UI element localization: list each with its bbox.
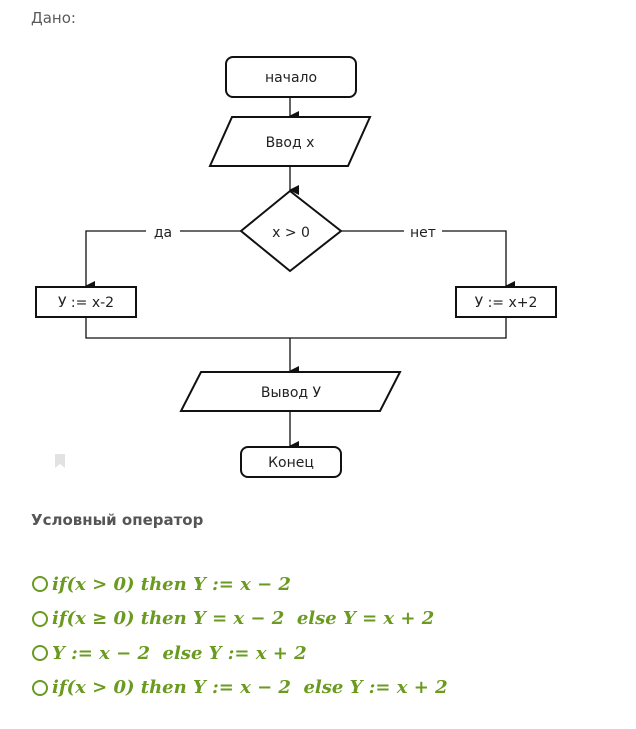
- end-label: Конец: [268, 455, 314, 471]
- no-action-node: У := x+2: [455, 286, 557, 318]
- bookmark-icon[interactable]: [54, 453, 66, 468]
- no-branch-line: [341, 230, 515, 291]
- flowchart: начало Ввод x x > 0 да нет У := x-2 У :=…: [35, 56, 557, 478]
- input-label: Ввод x: [266, 135, 315, 151]
- yes-action-node: У := x-2: [35, 286, 137, 318]
- merge-line: [85, 317, 507, 339]
- answer-option-text: if(x > 0) then Y := x − 2 else Y := x + …: [52, 677, 448, 699]
- answer-option[interactable]: if(x > 0) then Y := x − 2: [32, 567, 448, 602]
- answer-option[interactable]: Y := x − 2 else Y := x + 2: [32, 636, 448, 671]
- end-node: Конец: [240, 446, 342, 478]
- answer-option[interactable]: if(x > 0) then Y := x − 2 else Y := x + …: [32, 671, 448, 706]
- answer-options: if(x > 0) then Y := x − 2 if(x ≥ 0) then…: [32, 567, 448, 705]
- input-node: Ввод x: [208, 116, 372, 167]
- radio-unchecked-icon[interactable]: [32, 576, 48, 593]
- answer-option[interactable]: if(x ≥ 0) then Y = x − 2 else Y = x + 2: [32, 602, 448, 637]
- given-label: Дано:: [31, 9, 76, 27]
- condition-label: x > 0: [272, 225, 310, 241]
- condition-node: x > 0: [239, 189, 343, 273]
- question-title: Условный оператор: [31, 511, 204, 529]
- answer-option-text: if(x > 0) then Y := x − 2: [52, 573, 291, 595]
- no-action-label: У := x+2: [475, 295, 538, 311]
- start-label: начало: [265, 70, 317, 86]
- output-node: Вывод У: [179, 371, 402, 412]
- answer-option-text: Y := x − 2 else Y := x + 2: [52, 642, 307, 664]
- radio-unchecked-icon[interactable]: [32, 610, 48, 627]
- start-node: начало: [225, 56, 357, 98]
- radio-unchecked-icon[interactable]: [32, 645, 48, 662]
- output-label: Вывод У: [261, 385, 322, 401]
- yes-action-label: У := x-2: [58, 295, 114, 311]
- no-label: нет: [410, 225, 436, 241]
- yes-label: да: [154, 225, 172, 241]
- yes-branch-line: [85, 230, 241, 291]
- radio-unchecked-icon[interactable]: [32, 679, 48, 696]
- answer-option-text: if(x ≥ 0) then Y = x − 2 else Y = x + 2: [52, 608, 435, 630]
